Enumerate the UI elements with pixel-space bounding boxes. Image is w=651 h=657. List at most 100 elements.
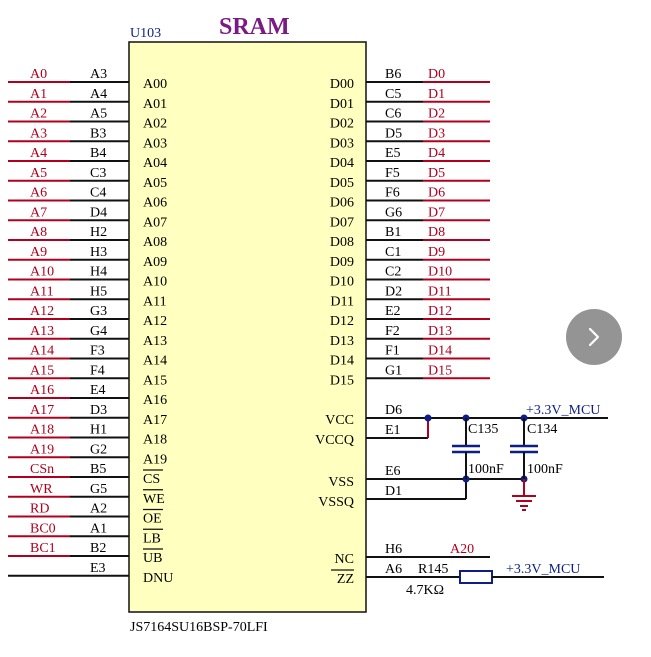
net-label: D0 — [428, 67, 445, 82]
net-label: D4 — [428, 146, 445, 161]
capacitor-c134-symbol — [510, 418, 538, 479]
ball-label: B5 — [90, 462, 106, 477]
pin-name: D00 — [330, 77, 354, 92]
resistor-r145-ref: R145 — [418, 562, 448, 577]
pin-name: A11 — [143, 294, 167, 309]
ball-label: C2 — [385, 265, 401, 280]
pin-name: A13 — [143, 334, 167, 349]
ball-d6: D6 — [385, 403, 402, 418]
pin-name: D13 — [330, 334, 354, 349]
pin-name: A06 — [143, 196, 167, 211]
ball-label: G3 — [90, 304, 107, 319]
capacitor-c135-ref: C135 — [468, 422, 498, 437]
net-label: A10 — [30, 265, 54, 280]
ball-e1: E1 — [385, 423, 401, 438]
ball-label: D3 — [90, 403, 107, 418]
ball-label: C3 — [90, 166, 106, 181]
ball-label: C5 — [385, 87, 401, 102]
net-label: RD — [30, 502, 49, 517]
pin-name-nc: NC — [335, 552, 354, 567]
pin-name: D02 — [330, 117, 354, 132]
pin-name: A18 — [143, 433, 167, 448]
net-label: A12 — [30, 304, 54, 319]
ball-label: B4 — [90, 146, 106, 161]
pin-name: D06 — [330, 196, 354, 211]
ball-label: F6 — [385, 186, 400, 201]
junction-dot — [424, 414, 432, 422]
pin-name-vccq: VCCQ — [315, 433, 354, 448]
net-label: D10 — [428, 265, 452, 280]
next-slide-button[interactable] — [566, 309, 622, 365]
pin-name: A01 — [143, 97, 167, 112]
pin-name: A07 — [143, 215, 167, 230]
ball-label: H3 — [90, 245, 107, 260]
pin-name: D07 — [330, 215, 354, 230]
net-label: A2 — [30, 107, 47, 122]
net-label: A3 — [30, 126, 47, 141]
ball-label: F3 — [90, 344, 105, 359]
capacitor-c134-value: 100nF — [527, 462, 563, 477]
resistor-r145-symbol — [459, 570, 493, 584]
pin-name: A00 — [143, 77, 167, 92]
supply-net-label-vcc: +3.3V_MCU — [526, 403, 600, 418]
pin-name: D10 — [330, 275, 354, 290]
net-label: A4 — [30, 146, 47, 161]
pin-name: A02 — [143, 117, 167, 132]
net-label: D12 — [428, 304, 452, 319]
capacitor-c135-value: 100nF — [468, 462, 504, 477]
ball-label: F1 — [385, 344, 400, 359]
net-label: A14 — [30, 344, 54, 359]
pin-name-vcc: VCC — [325, 413, 354, 428]
ball-label: D2 — [385, 284, 402, 299]
pin-name: A12 — [143, 314, 167, 329]
net-label: A1 — [30, 87, 47, 102]
chevron-right-icon — [588, 327, 600, 347]
pin-name: CS — [143, 472, 160, 487]
ball-label: B3 — [90, 126, 106, 141]
net-label: D6 — [428, 186, 445, 201]
chip-ref-label: U103 — [130, 26, 161, 41]
pin-name: D01 — [330, 97, 354, 112]
pin-name: A14 — [143, 354, 167, 369]
ball-label: C4 — [90, 186, 106, 201]
pin-name: A17 — [143, 413, 167, 428]
pin-name: D11 — [330, 294, 354, 309]
pin-name: A08 — [143, 235, 167, 250]
net-label: D13 — [428, 324, 452, 339]
pin-name: DNU — [143, 571, 173, 586]
net-label: A6 — [30, 186, 47, 201]
ball-label: D4 — [90, 205, 107, 220]
pin-name: A10 — [143, 275, 167, 290]
net-label: CSn — [30, 462, 54, 477]
ball-label: D5 — [385, 126, 402, 141]
ball-label: E3 — [90, 561, 106, 576]
misc-pin-group: NC ZZ H6 A6 A20 R145 4.7KΩ +3.3V_MCU — [331, 542, 604, 598]
pin-name: D14 — [330, 354, 354, 369]
net-label: D3 — [428, 126, 445, 141]
sram-chip-body — [128, 41, 367, 613]
chip-part-number: JS7164SU16BSP-70LFI — [130, 620, 268, 635]
ball-label: E4 — [90, 383, 106, 398]
pin-name: A15 — [143, 373, 167, 388]
net-label: D11 — [428, 284, 452, 299]
ball-label: G6 — [385, 205, 402, 220]
ball-label: H4 — [90, 265, 107, 280]
net-label: A16 — [30, 383, 54, 398]
pin-name: WE — [143, 492, 165, 507]
pin-name-vssq: VSSQ — [318, 495, 354, 510]
ball-label: B2 — [90, 541, 106, 556]
ball-label: A1 — [90, 521, 107, 536]
supply-net-label-zz: +3.3V_MCU — [506, 562, 580, 577]
ball-label: G4 — [90, 324, 107, 339]
ball-label: A4 — [90, 87, 107, 102]
net-label: A13 — [30, 324, 54, 339]
net-label: WR — [30, 482, 53, 497]
net-label: A7 — [30, 205, 47, 220]
resistor-r145-value: 4.7KΩ — [406, 583, 444, 598]
net-label: D7 — [428, 205, 445, 220]
ball-label: A2 — [90, 502, 107, 517]
pin-name: D09 — [330, 255, 354, 270]
net-label: D5 — [428, 166, 445, 181]
